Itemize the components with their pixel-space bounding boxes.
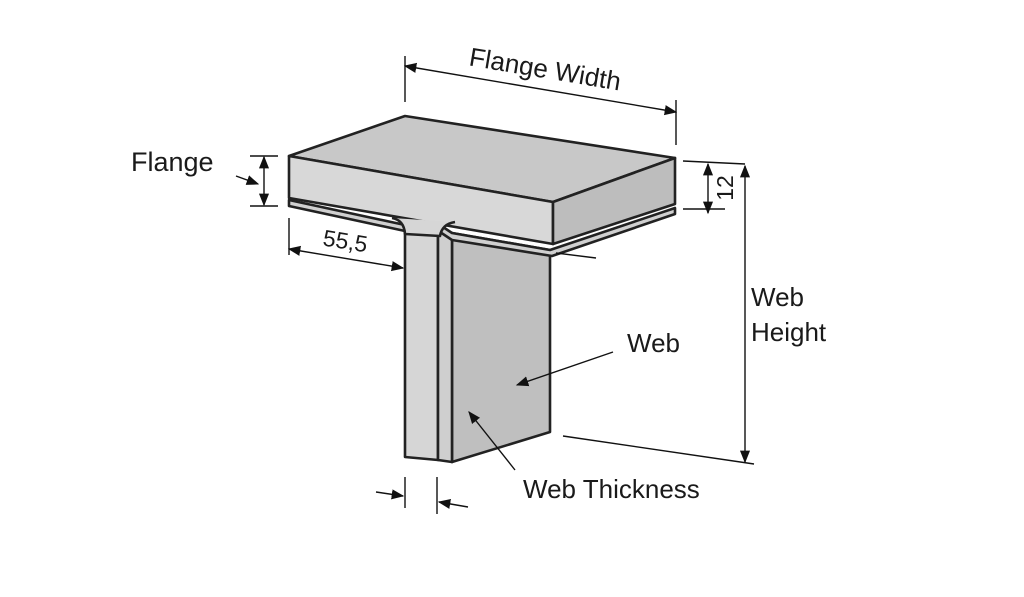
dimension-12-label: 12 bbox=[712, 175, 738, 201]
flange-side-face bbox=[551, 156, 677, 246]
web-side-face bbox=[450, 231, 552, 464]
web-flange-fillet bbox=[391, 216, 456, 238]
web-front-face bbox=[403, 223, 440, 462]
flange-width-dim-line bbox=[403, 62, 678, 116]
flange-leader bbox=[235, 175, 260, 185]
web-rib-face bbox=[436, 230, 454, 464]
web-height-ext-top bbox=[555, 252, 597, 259]
web-thickness-arrow-right bbox=[437, 498, 469, 509]
dim12-ext-top bbox=[682, 160, 746, 165]
web-height-ext-bottom bbox=[562, 435, 755, 465]
web-label: Web bbox=[627, 328, 680, 358]
flange-label: Flange bbox=[131, 147, 214, 177]
web-leader bbox=[515, 351, 614, 387]
web-thickness-leader bbox=[468, 411, 516, 471]
dim55-dim-line bbox=[287, 245, 405, 272]
web-thickness-label: Web Thickness bbox=[523, 474, 700, 504]
dimension-55-label: 55,5 bbox=[321, 225, 369, 258]
web-height-label-line2: Height bbox=[751, 317, 827, 347]
web-height-label-line1: Web bbox=[751, 282, 804, 312]
flange-width-label: Flange Width bbox=[467, 42, 623, 97]
web-thickness-arrow-left bbox=[375, 489, 405, 500]
